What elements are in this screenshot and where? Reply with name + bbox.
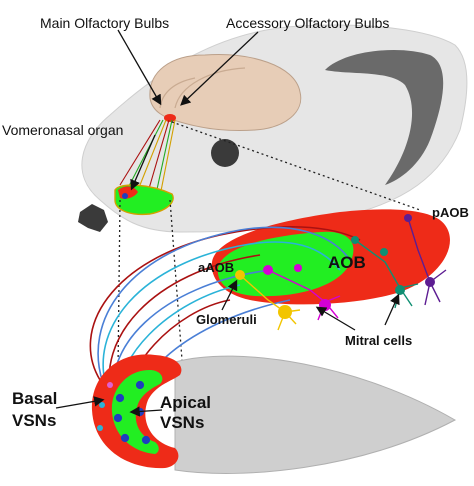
label-aaob: aAOB: [198, 260, 234, 275]
label-vomeronasal-organ: Vomeronasal organ: [2, 122, 123, 138]
label-apical-line1: Apical: [160, 393, 211, 412]
label-apical-line2: VSNs: [160, 413, 204, 432]
nasal-cavity-grey: [174, 355, 457, 474]
brain-olfactory-bulbs: [149, 54, 302, 131]
label-basal-line1: Basal: [12, 389, 57, 408]
label-paob: pAOB: [432, 205, 469, 220]
nose-shape: [78, 204, 108, 232]
brain-fold-1: [174, 67, 246, 109]
label-accessory-olfactory-bulbs: Accessory Olfactory Bulbs: [226, 15, 389, 31]
label-glomeruli: Glomeruli: [196, 312, 257, 327]
label-basal-line2: VSNs: [12, 411, 56, 430]
aob-green-region: [217, 231, 354, 297]
label-aob: AOB: [328, 253, 366, 272]
eye-dot: [211, 139, 239, 167]
vno-large-green: [111, 370, 163, 454]
label-main-olfactory-bulbs: Main Olfactory Bulbs: [40, 15, 169, 31]
ear-shape: [325, 50, 444, 185]
vno-projection-bundle: [119, 119, 176, 197]
annotation-arrows: [55, 29, 400, 417]
vno-small-blue-dot: [122, 193, 128, 199]
accessory-bulb-marker: [164, 114, 176, 122]
label-mitral-cells: Mitral cells: [345, 333, 412, 348]
